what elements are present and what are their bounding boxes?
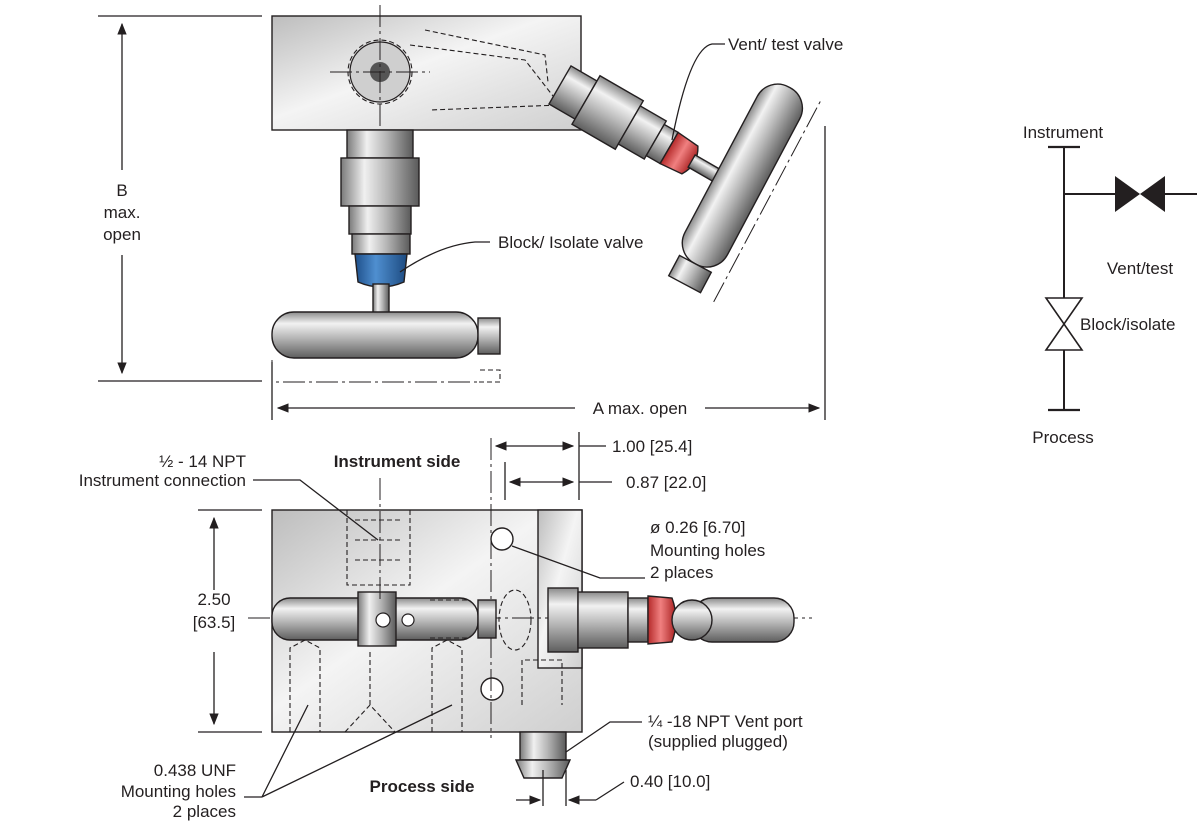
dim-height-line1: 2.50 (197, 590, 230, 609)
schematic-vent-test-label: Vent/test (1107, 259, 1173, 278)
unf-line2: Mounting holes (121, 782, 236, 801)
holes-line3: 2 places (650, 563, 713, 582)
schematic-process-label: Process (1032, 428, 1093, 447)
dim-1-00: 1.00 [25.4] (612, 437, 692, 456)
holes-line2: Mounting holes (650, 541, 765, 560)
top-view: Vent/ test valve Block/ Isolate valve B … (98, 5, 843, 420)
schematic-block-isolate-label: Block/isolate (1080, 315, 1175, 334)
dim-0-87: 0.87 [22.0] (626, 473, 706, 492)
schematic-instrument-label: Instrument (1023, 123, 1104, 142)
mounting-hole-upper (490, 527, 514, 551)
npt-half-line2: Instrument connection (79, 471, 246, 490)
block-valve-symbol (1044, 297, 1084, 326)
dim-b-line1: B (116, 181, 127, 200)
vent-port-line2: (supplied plugged) (648, 732, 788, 751)
block-valve-handle (271, 311, 479, 359)
vent-test-valve-label: Vent/ test valve (728, 35, 843, 54)
unf-line1: 0.438 UNF (154, 761, 236, 780)
block-isolate-valve-cap (354, 253, 408, 288)
vent-valve-symbol (1115, 176, 1140, 212)
dim-b-line3: open (103, 225, 141, 244)
vent-port-line1: ¼ -18 NPT Vent port (648, 712, 803, 731)
mounting-hole-lower (480, 677, 504, 701)
process-side-label: Process side (370, 777, 475, 796)
vent-port-plug (514, 759, 572, 779)
unf-line3: 2 places (173, 802, 236, 821)
bottom-view: Instrument side Process side ½ - 14 NPT … (79, 432, 812, 821)
dim-b-line2: max. (104, 203, 141, 222)
dim-height-line2: [63.5] (193, 613, 236, 632)
npt-half-line1: ½ - 14 NPT (159, 452, 246, 471)
dim-0-40: 0.40 [10.0] (630, 772, 710, 791)
dim-a-label: A max. open (593, 399, 688, 418)
block-isolate-valve-label: Block/ Isolate valve (498, 233, 644, 252)
vent-valve-handle (681, 83, 804, 268)
manifold-block-top (271, 15, 582, 131)
valve-schematic: Instrument Vent/test Block/isolate Proce… (1023, 123, 1197, 447)
instrument-side-label: Instrument side (334, 452, 461, 471)
holes-dia-label: ø 0.26 [6.70] (650, 518, 745, 537)
